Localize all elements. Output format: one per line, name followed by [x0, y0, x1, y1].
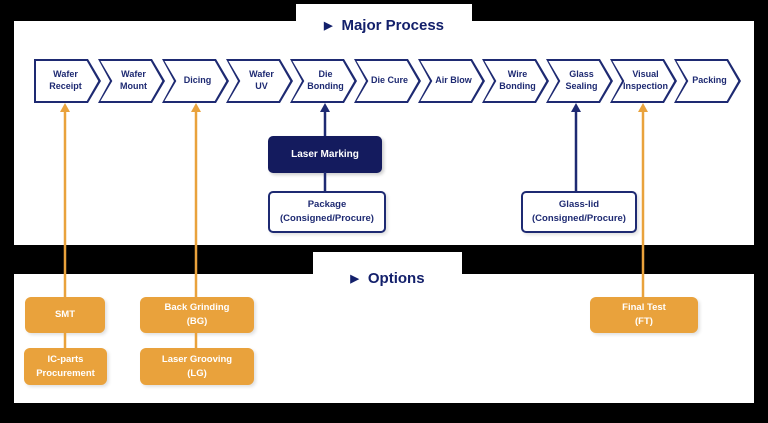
process-step-wafer-mount: Wafer Mount [98, 59, 165, 103]
package-consigned-procure-box: Package (Consigned/Procure) [268, 191, 386, 233]
option-laser-grooving-box: Laser Grooving (LG) [140, 348, 254, 385]
process-step-label: Die Bonding [307, 69, 344, 91]
process-step-glass-sealing: Glass Sealing [546, 59, 613, 103]
glass-lid-consigned-procure-box: Glass-lid (Consigned/Procure) [521, 191, 637, 233]
laser-marking-box: Laser Marking [268, 136, 382, 173]
play-icon: ▶ [323, 19, 333, 32]
options-title: ▶ Options [313, 266, 462, 290]
process-step-die-bonding: Die Bonding [290, 59, 357, 103]
process-step-label: Air Blow [435, 75, 472, 86]
option-smt-box: SMT [25, 297, 105, 333]
options-panel [14, 274, 754, 403]
process-step-label: Die Cure [370, 75, 408, 86]
option-final-test-box: Final Test (FT) [590, 297, 698, 333]
process-step-air-blow: Air Blow [418, 59, 485, 103]
process-step-label: Visual Inspection [622, 69, 668, 91]
process-step-wafer-receipt: Wafer Receipt [34, 59, 101, 103]
process-step-label: Dicing [183, 75, 212, 86]
major-process-title-label: Major Process [341, 16, 444, 34]
process-step-wire-bonding: Wire Bonding [482, 59, 549, 103]
process-step-visual-inspection: Visual Inspection [610, 59, 677, 103]
option-ic-parts-procurement-box: IC-parts Procurement [24, 348, 107, 385]
process-step-label: Packing [692, 75, 727, 86]
process-step-wafer-uv: Wafer UV [226, 59, 293, 103]
options-title-label: Options [367, 269, 425, 287]
process-step-label: Wafer Mount [120, 69, 147, 91]
play-icon: ▶ [350, 272, 359, 285]
major-process-title: ▶ Major Process [296, 13, 472, 37]
process-step-label: Wafer UV [249, 69, 274, 91]
process-step-dicing: Dicing [162, 59, 229, 103]
option-back-grinding-box: Back Grinding (BG) [140, 297, 254, 333]
process-step-label: Wire Bonding [499, 69, 536, 91]
process-step-label: Wafer Receipt [49, 69, 82, 91]
process-step-packing: Packing [674, 59, 741, 103]
process-step-die-cure: Die Cure [354, 59, 421, 103]
process-step-label: Glass Sealing [565, 69, 598, 91]
process-step-row: Wafer Receipt Wafer Mount Dicing Wafer U… [34, 59, 741, 103]
chevron-fill [36, 61, 99, 101]
